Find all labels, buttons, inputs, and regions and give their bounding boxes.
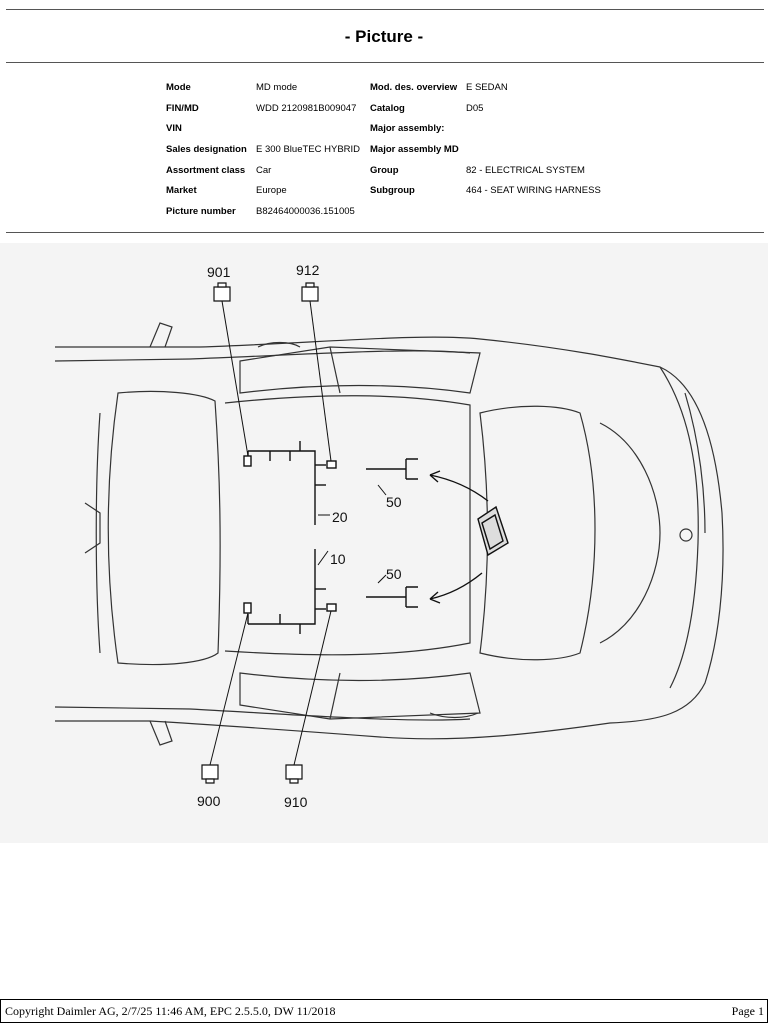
info-row: Assortment class Car Group 82 - ELECTRICAL … xyxy=(166,160,601,181)
info-value: 464 - SEAT WIRING HARNESS xyxy=(466,185,601,197)
picture-info-body: Mode MD mode Mod. des. overview E SEDAN FIN/… xyxy=(166,77,601,222)
copyright-text: Copyright Daimler AG, 2/7/25 11:46 AM, E… xyxy=(5,1004,336,1018)
info-key: Major assembly: xyxy=(370,123,445,135)
info-key: Group xyxy=(370,164,399,176)
top-rule xyxy=(6,9,764,10)
info-value xyxy=(256,118,370,139)
info-value: 82 - ELECTRICAL SYSTEM xyxy=(466,164,585,176)
label-910: 910 xyxy=(284,794,308,810)
page-title: - Picture - xyxy=(344,27,424,46)
info-value xyxy=(466,139,601,160)
info-key: Mod. des. overview xyxy=(370,81,458,93)
label-912: 912 xyxy=(296,262,320,278)
info-key: Major assembly MD xyxy=(370,143,459,155)
leader-lines xyxy=(209,300,387,766)
car-body-outline xyxy=(54,322,724,746)
page-number: Page 1 xyxy=(731,1004,764,1018)
info-key: FIN/MD xyxy=(166,102,199,114)
label-20: 20 xyxy=(332,509,348,525)
info-value: MD mode xyxy=(256,81,298,93)
info-key xyxy=(370,201,466,222)
page-footer: Copyright Daimler AG, 2/7/25 11:46 AM, E… xyxy=(0,999,768,1023)
info-key: Catalog xyxy=(370,102,405,114)
info-value: E SEDAN xyxy=(466,81,508,93)
car-top-view-svg: 901 912 900 910 20 10 50 50 xyxy=(54,262,724,810)
info-value: E 300 BlueTEC HYBRID xyxy=(256,143,361,155)
info-value: WDD 2120981B009047 xyxy=(256,102,357,114)
harness-50 xyxy=(366,458,509,608)
label-10: 10 xyxy=(330,551,346,567)
info-key: VIN xyxy=(166,123,182,135)
info-key: Mode xyxy=(166,81,191,93)
seat-wiring-diagram: 901 912 900 910 20 10 50 50 xyxy=(0,243,768,843)
harness-10 xyxy=(243,549,337,634)
info-key: Picture number xyxy=(166,205,236,217)
connector-icons xyxy=(201,282,319,784)
info-value xyxy=(466,118,601,139)
info-row: VIN Major assembly: xyxy=(166,118,601,139)
info-key: Market xyxy=(166,185,197,197)
info-rule xyxy=(6,232,764,233)
info-key: Sales designation xyxy=(166,143,247,155)
info-value: Europe xyxy=(256,185,287,197)
info-row: Market Europe Subgroup 464 - SEAT WIRING HA… xyxy=(166,180,601,201)
info-value xyxy=(466,201,601,222)
info-row: FIN/MD WDD 2120981B009047 Catalog D05 xyxy=(166,98,601,119)
label-901: 901 xyxy=(207,264,231,280)
title-rule xyxy=(6,62,764,63)
info-key: Subgroup xyxy=(370,185,415,197)
label-900: 900 xyxy=(197,793,221,809)
info-value: Car xyxy=(256,164,272,176)
info-key: Assortment class xyxy=(166,164,246,176)
info-row: Mode MD mode Mod. des. overview E SEDAN xyxy=(166,77,601,98)
info-value: D05 xyxy=(466,102,484,114)
info-row: Picture number B82464000036.151005 xyxy=(166,201,601,222)
label-50-upper: 50 xyxy=(386,494,402,510)
info-row: Sales designation E 300 BlueTEC HYBRID Maj… xyxy=(166,139,601,160)
harness-20 xyxy=(243,441,337,525)
label-50-lower: 50 xyxy=(386,566,402,582)
info-value: B82464000036.151005 xyxy=(256,205,355,217)
picture-info-table: Mode MD mode Mod. des. overview E SEDAN FIN/… xyxy=(166,77,601,222)
